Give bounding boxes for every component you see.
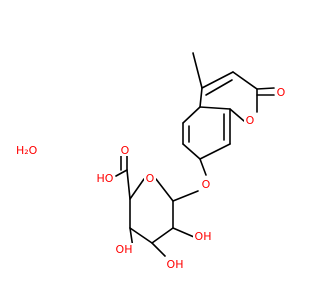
bond-c4-c3 <box>129 227 153 244</box>
bond-o-c1 <box>172 190 199 202</box>
sugar-bonds <box>115 154 199 257</box>
bond-c2-carbonyl <box>256 87 275 90</box>
bond-c7-c8 <box>199 143 231 160</box>
hydroxyl-right-label: OH <box>195 230 212 243</box>
molecule-diagram: O O O O O HO OH OH OH H₂O <box>16 52 287 271</box>
bond-c4-c4a <box>199 87 203 108</box>
bond-c6-c7 <box>182 143 201 160</box>
water-label: H₂O <box>16 144 38 157</box>
bond-o5-c5 <box>129 178 145 200</box>
bond-c1-o5 <box>155 178 174 202</box>
structure-drawing: O O O O O HO OH OH OH H₂O <box>16 52 287 271</box>
bond-c4-c3-double <box>205 79 233 96</box>
hydroxyl-left-label: OH <box>116 243 133 256</box>
coumarin-bonds <box>182 52 275 176</box>
bond-o1-c8a <box>229 108 245 122</box>
glycosidic-oxygen-label: O <box>202 178 211 191</box>
bond-c3-c2 <box>232 71 258 90</box>
acid-carbonyl-oxygen-label: O <box>121 144 130 157</box>
acid-hydroxyl-label: HO <box>97 172 114 185</box>
pyranose-oxygen-label: O <box>146 172 155 185</box>
bond-c2-c3 <box>151 227 174 244</box>
bond-c4a-c5 <box>182 106 201 124</box>
atom-labels: O O O O O HO OH OH OH H₂O <box>16 86 287 271</box>
bond-c4-c3 <box>201 71 234 89</box>
bond-c5-cooh <box>126 169 131 200</box>
bond-c3-oh <box>151 242 166 257</box>
bond-c4a-c8a <box>199 106 231 110</box>
bond-c7-o <box>199 158 207 176</box>
bond-methyl <box>192 52 203 89</box>
hydroxyl-bottom-label: OH <box>167 258 184 271</box>
carbonyl-oxygen-label: O <box>277 86 286 99</box>
bond-c2-oh <box>172 227 195 238</box>
bond-cooh-oh <box>115 169 128 177</box>
ring-oxygen-label: O <box>246 114 255 127</box>
